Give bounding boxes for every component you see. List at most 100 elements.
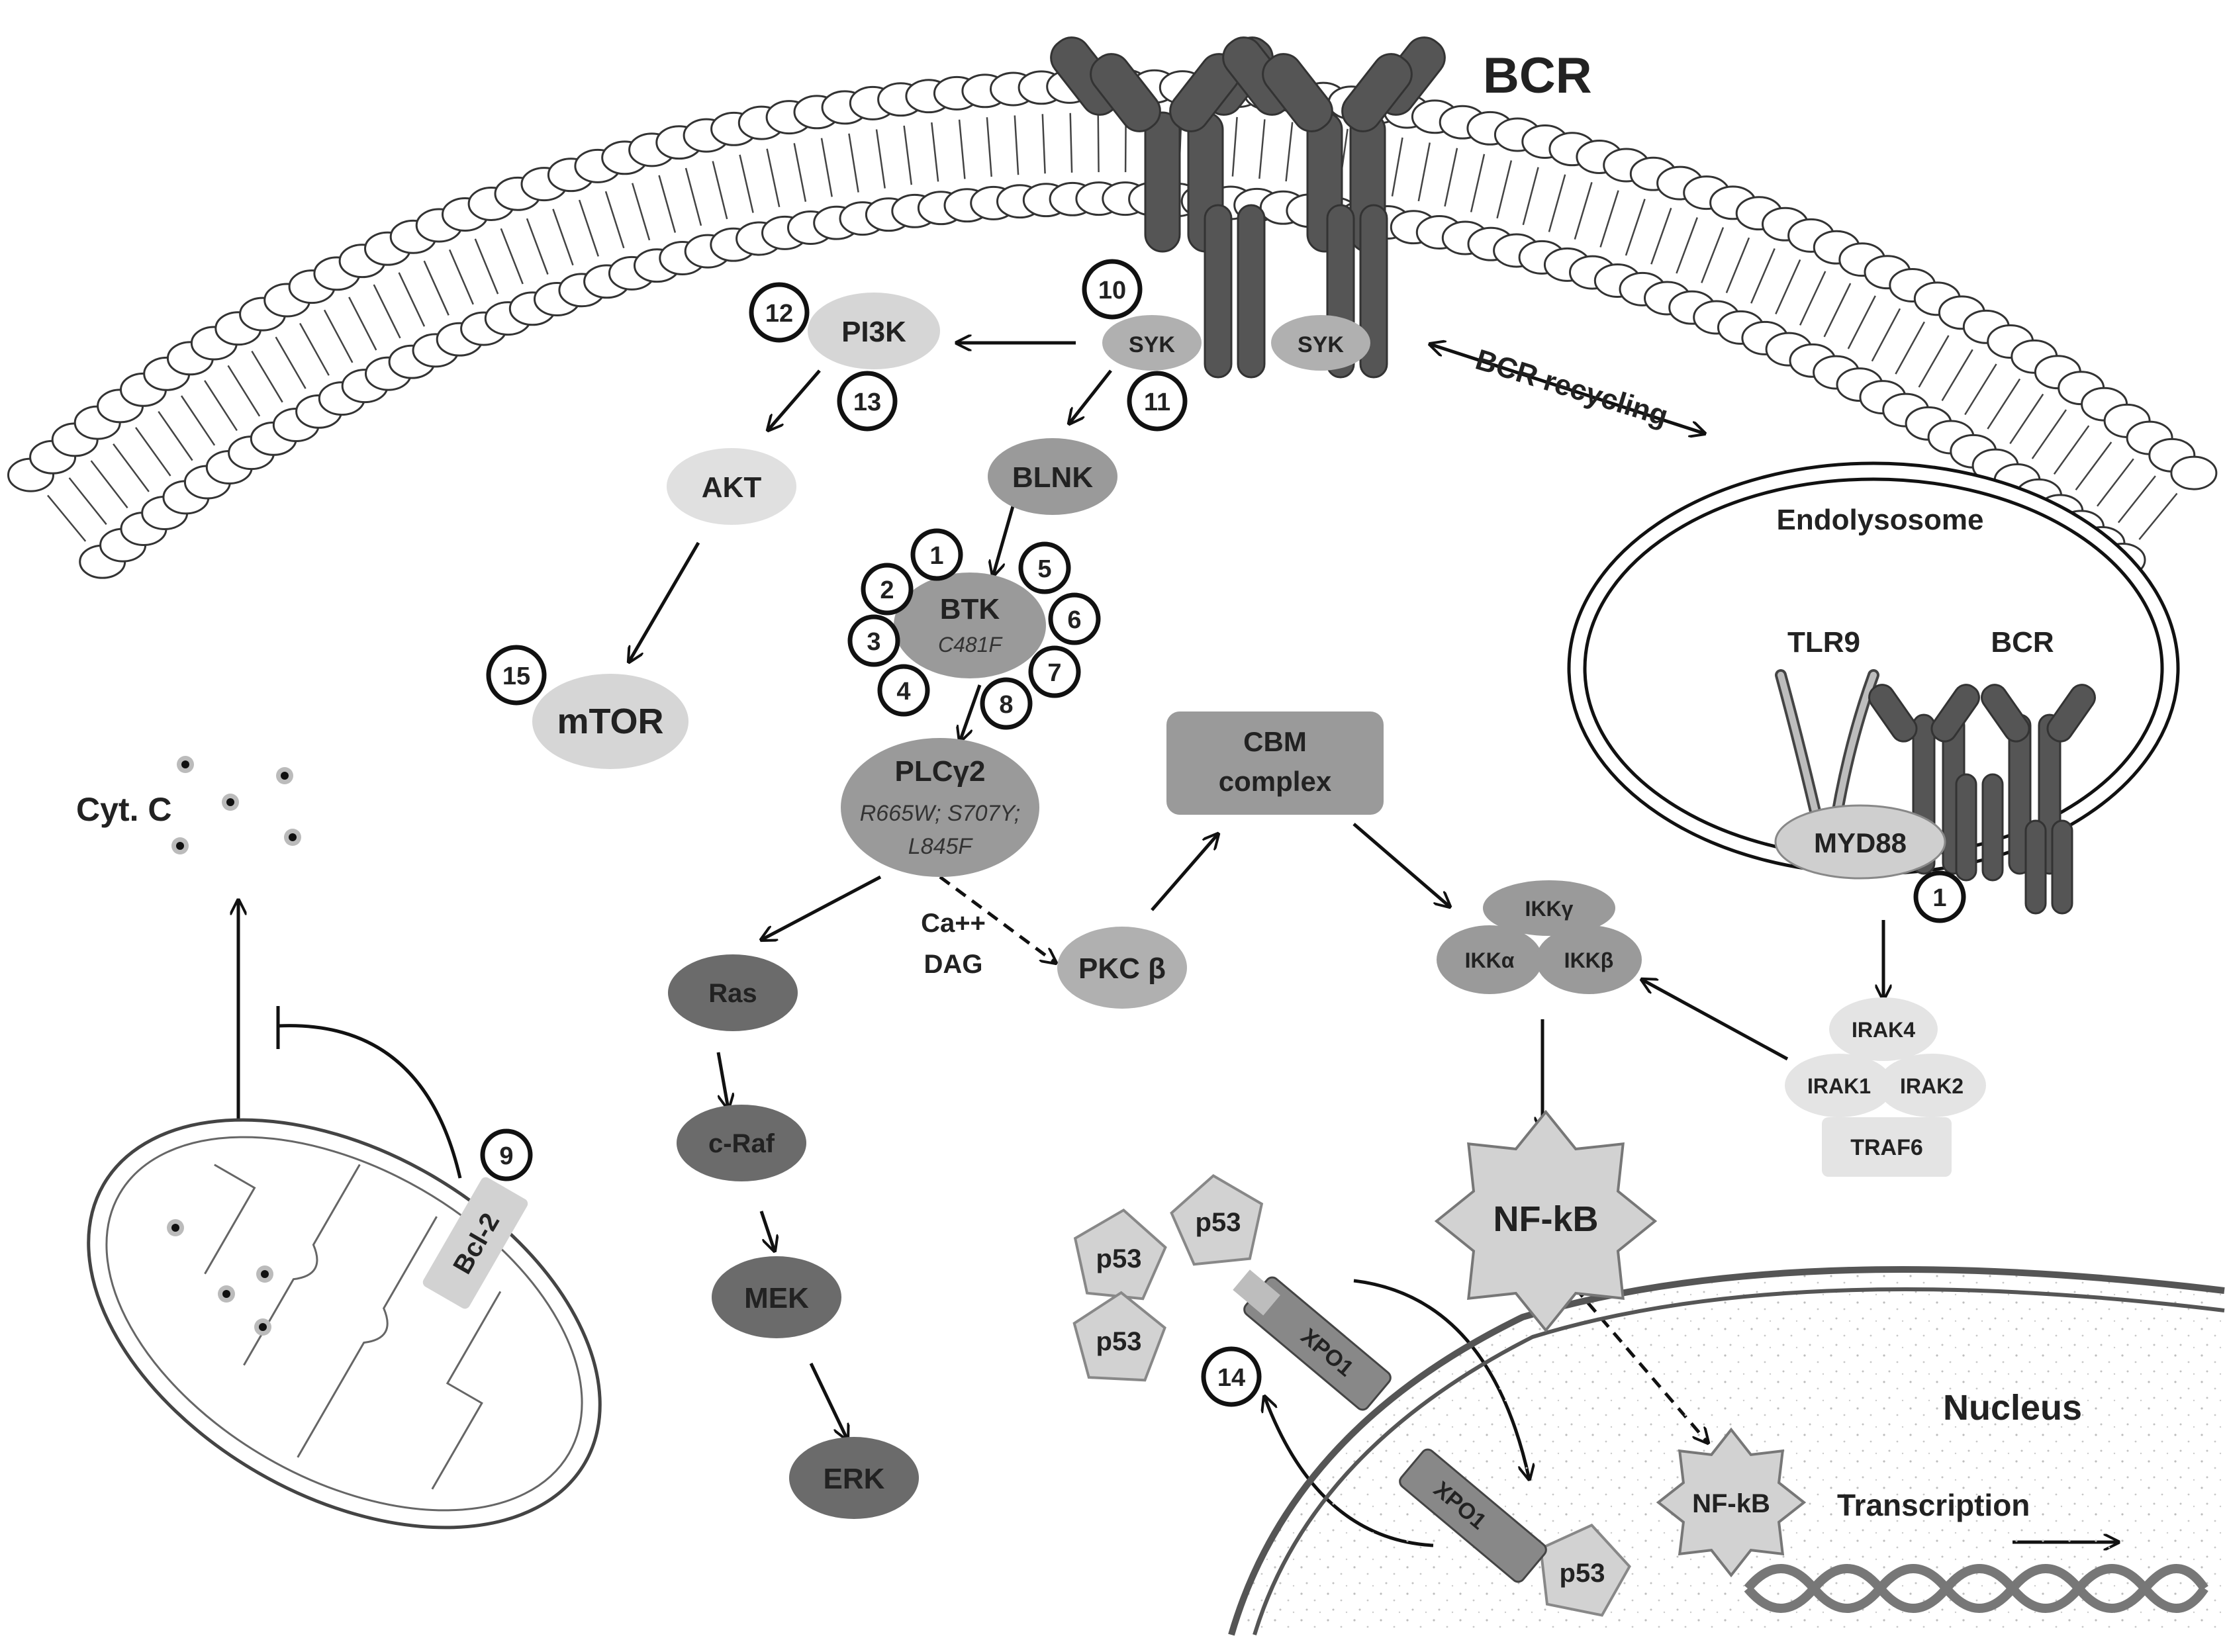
traf6-label: TRAF6 — [1850, 1135, 1923, 1160]
lipid-tail — [1701, 227, 1725, 283]
ikkg-label: IKKγ — [1525, 897, 1574, 921]
ikkb-label: IKKβ — [1564, 948, 1614, 972]
lipid-tail — [1676, 217, 1698, 274]
numbered-badge-labels: 1 2 3 4 5 6 7 8 9 10 11 12 13 14 15 1 — [499, 277, 1946, 1392]
p53-d-label: p53 — [1560, 1559, 1605, 1588]
badge-2: 2 — [880, 576, 894, 604]
lipid-tail — [1041, 114, 1046, 174]
cbm-label-line2: complex — [1219, 766, 1332, 797]
lipid-tail — [793, 143, 807, 202]
pkcb-label: PKC β — [1078, 952, 1166, 985]
lipid-tail — [632, 183, 651, 241]
bcr-label: BCR — [1483, 48, 1592, 104]
badge-13: 13 — [853, 389, 881, 416]
mtor-node: mTOR — [532, 674, 688, 769]
p53-molecules: p53 p53 p53 p53 — [1072, 1173, 1631, 1617]
lipid-tail — [766, 148, 781, 208]
lipid-tail — [1895, 321, 1925, 375]
lipid-tail — [158, 410, 193, 461]
lipid-tail — [348, 297, 377, 351]
lipid-tail — [712, 161, 728, 220]
lipid-tail — [227, 365, 261, 417]
lipid-tail — [2117, 475, 2156, 524]
lipid-tail — [739, 154, 754, 213]
pi3k-node: PI3K — [808, 293, 940, 369]
nucleus-label: Nucleus — [1943, 1388, 2082, 1428]
erk-node: ERK — [789, 1437, 919, 1519]
tlr9-label: TLR9 — [1787, 626, 1860, 659]
lipid-tail — [1097, 113, 1100, 173]
lipid-tail — [398, 272, 426, 327]
lipid-tail — [1823, 283, 1852, 338]
nfkb-nuclear-label: NF-kB — [1692, 1489, 1770, 1518]
lipid-tail — [820, 138, 833, 197]
bcr-endolysosome-label: BCR — [1991, 626, 2054, 659]
plcg2-label: PLCγ2 — [895, 755, 986, 788]
lipid-tail — [685, 167, 702, 226]
cbm-label-line1: CBM — [1243, 726, 1307, 757]
lipid-tail — [1871, 308, 1901, 362]
lipid-tail — [1014, 115, 1019, 175]
syk-left-node: SYK — [1102, 315, 1202, 371]
lipid-tail — [1069, 113, 1073, 173]
lipid-tail — [931, 122, 939, 182]
numbered-badges — [480, 259, 1966, 1407]
badge-11: 11 — [1144, 389, 1170, 416]
badge-1: 1 — [929, 542, 943, 570]
lipid-tail — [1599, 190, 1619, 248]
ikk-complex: IKKγ IKKα IKKβ — [1437, 880, 1642, 994]
nfkb-nuclear-node: NF-kB — [1656, 1427, 1807, 1578]
lipid-tail — [1725, 237, 1750, 293]
lipid-tail — [251, 350, 283, 403]
pi3k-label: PI3K — [841, 316, 906, 348]
syk-right-label: SYK — [1298, 332, 1344, 357]
badge-4: 4 — [896, 678, 910, 706]
bcr-receptor — [1050, 36, 1446, 379]
lipid-tail — [1391, 137, 1403, 197]
lipid-tail — [903, 125, 913, 185]
lipid-tail — [848, 133, 859, 193]
plcg2-mutation-line2: L845F — [908, 834, 974, 859]
lipid-tail — [47, 494, 87, 542]
lipid-tail — [2075, 441, 2112, 491]
cyt-c-label: Cyt. C — [76, 791, 171, 828]
lipid-tail — [1258, 119, 1266, 179]
irak1-label: IRAK1 — [1807, 1074, 1871, 1098]
badge-10: 10 — [1098, 277, 1126, 304]
lipid-tail — [1964, 363, 1997, 416]
lipid-tail — [113, 443, 150, 492]
badge-3: 3 — [867, 628, 880, 656]
p53-c-label: p53 — [1096, 1327, 1142, 1356]
blnk-node: BLNK — [988, 438, 1117, 515]
lipid-tail — [423, 260, 450, 316]
mitochondrion — [87, 1118, 602, 1530]
lipid-tail — [500, 228, 524, 285]
craf-node: c-Raf — [677, 1105, 806, 1181]
lipid-tail — [373, 284, 401, 339]
nfkb-node: NF-kB — [1434, 1109, 1658, 1333]
lipid-tail — [875, 129, 886, 189]
mek-label: MEK — [744, 1282, 809, 1314]
transcription-label: Transcription — [1837, 1488, 2030, 1522]
myd88-label: MYD88 — [1814, 827, 1907, 858]
lipid-tail — [1918, 335, 1950, 388]
lipid-tail — [1987, 378, 2021, 430]
lipid-tail — [90, 460, 128, 509]
lipid-tail — [1941, 349, 1973, 402]
lipid-tail — [299, 322, 330, 376]
syk-left-label: SYK — [1129, 332, 1175, 357]
lipid-tail — [323, 309, 354, 363]
p53-b-label: p53 — [1196, 1208, 1241, 1237]
mtor-label: mTOR — [557, 702, 663, 741]
lipid-tail — [204, 380, 238, 432]
lipid-tail — [1417, 142, 1431, 202]
lipid-tail — [134, 427, 171, 477]
lipid-tail — [2097, 458, 2134, 507]
syk-right-node: SYK — [1271, 315, 1370, 371]
erk-label: ERK — [824, 1463, 885, 1495]
lipid-tail — [986, 117, 992, 177]
badge-15: 15 — [502, 663, 530, 690]
lipid-tail — [1625, 199, 1646, 256]
lipid-tail — [474, 238, 499, 295]
btk-label: BTK — [940, 593, 1000, 625]
